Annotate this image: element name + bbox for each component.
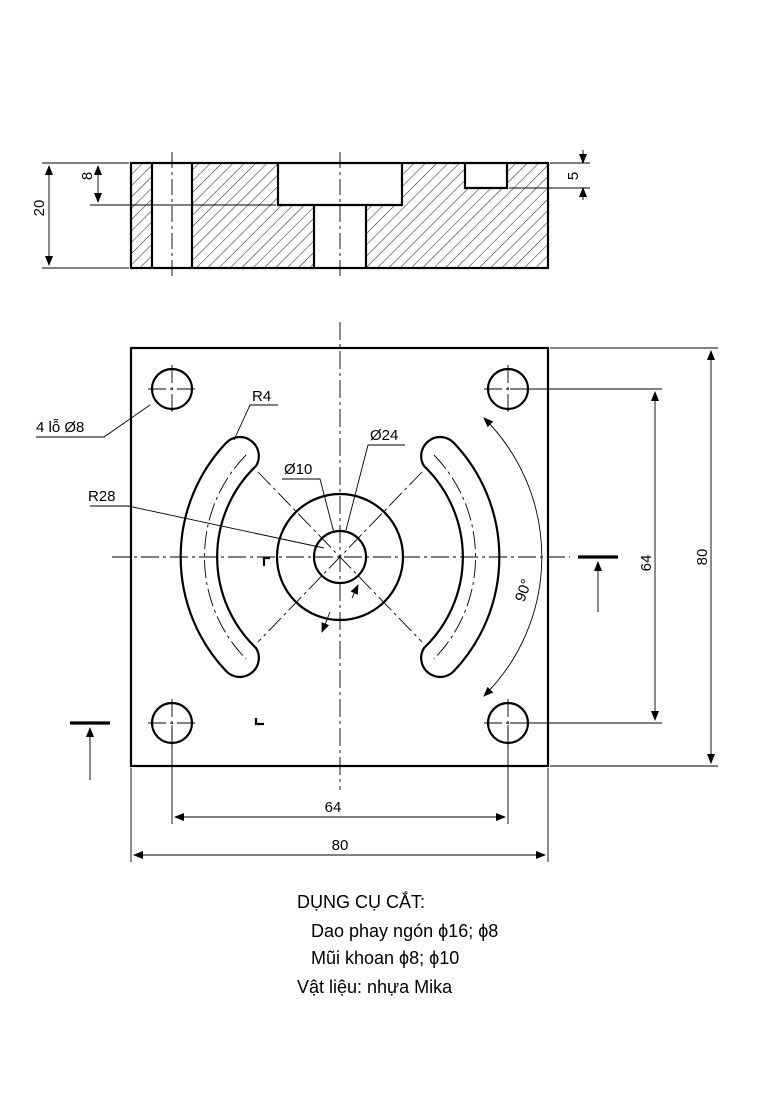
- center-lines: [112, 322, 570, 790]
- right-arc-slot: [420, 435, 501, 679]
- dia-10-label: Ø10: [284, 461, 312, 478]
- dim-8-label: 8: [79, 172, 96, 180]
- dim-5-label: 5: [565, 172, 582, 180]
- radius-r4-label: R4: [252, 388, 271, 405]
- section-outline: [129, 161, 550, 270]
- dim-80-horizontal-label: 80: [332, 837, 349, 854]
- notes-line-3: Vật liệu: nhựa Mika: [297, 977, 453, 997]
- hole-top-left: [150, 367, 194, 411]
- section-hatch: [131, 163, 548, 268]
- left-arc-slot: [179, 435, 260, 679]
- dim-20-label: 20: [31, 200, 48, 217]
- dim-64-vertical-label: 64: [638, 555, 655, 572]
- dim-80-vertical-label: 80: [694, 549, 711, 566]
- center-bore: [275, 492, 405, 622]
- dim-64-horizontal-label: 64: [325, 799, 342, 816]
- plan-dimensions: [36, 347, 718, 862]
- notes-title: DỤNG CỤ CẮT:: [297, 891, 425, 912]
- plan-view: 4 lỗ Ø8 R4 R28 Ø10 Ø24 90° 64 80 64 80: [36, 322, 718, 862]
- section-marks: [70, 555, 618, 780]
- notes-line-2: Mũi khoan ϕ8; ϕ10: [311, 948, 459, 968]
- angle-90-label: 90°: [512, 577, 536, 604]
- notes-line-1: Dao phay ngón ϕ16; ϕ8: [311, 921, 498, 941]
- hole-note-label: 4 lỗ Ø8: [36, 419, 84, 436]
- radius-r28-label: R28: [88, 488, 116, 505]
- dia-24-label: Ø24: [370, 427, 398, 444]
- section-view: 20 8 5: [31, 150, 590, 278]
- cutting-tool-notes: DỤNG CỤ CẮT: Dao phay ngón ϕ16; ϕ8 Mũi k…: [297, 891, 498, 997]
- arc-slots: [179, 435, 501, 679]
